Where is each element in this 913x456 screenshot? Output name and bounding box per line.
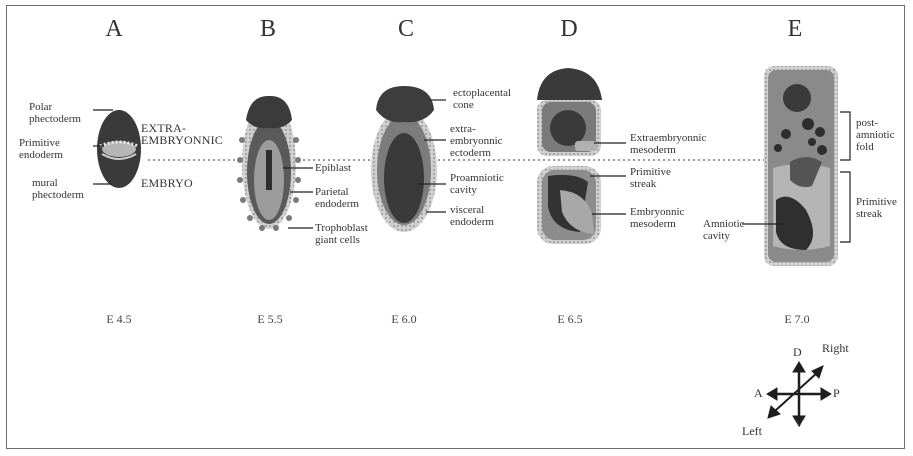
label-parietal-endoderm: Parietal endoderm	[315, 186, 359, 210]
label-proamniotic-cavity: Proamniotic cavity	[450, 172, 504, 196]
axis-label-dorsal: D	[793, 345, 802, 360]
axis-label-left: Left	[742, 424, 762, 439]
label-ectoplacental-cone: ectoplacental cone	[453, 87, 511, 111]
label-primitive-streak-d: Primitive streak	[630, 166, 671, 190]
label-extraembryonnic-mesoderm: Extraembryonnic mesoderm	[630, 132, 706, 156]
axis-label-right: Right	[822, 341, 849, 356]
axis-label-anterior: A	[754, 386, 763, 401]
label-visceral-endoderm: visceral endoderm	[450, 204, 494, 228]
embryo-a	[97, 110, 141, 188]
embryo-d	[537, 68, 602, 244]
label-embryonnic-mesoderm: Embryonnic mesoderm	[630, 206, 684, 230]
label-embryo: EMBRYO	[141, 177, 193, 189]
label-primitive-streak-e: Primitive streak	[856, 196, 897, 220]
axis-label-posterior: P	[833, 386, 840, 401]
axis-label-ventral: V	[795, 416, 804, 431]
label-mural-phectoderm: mural phectoderm	[32, 177, 84, 201]
label-post-amniotic-fold: post- amniotic fold	[856, 117, 895, 153]
embryo-b	[237, 96, 301, 231]
label-trophoblast-giant-cells: Trophoblast giant cells	[315, 222, 368, 246]
label-extra-embryonnic: EXTRA- EMBRYONNIC	[141, 122, 223, 146]
label-epiblast: Epiblast	[315, 162, 351, 174]
label-extra-embryonnic-ectoderm: extra- embryonnic ectoderm	[450, 123, 503, 159]
label-polar-phectoderm: Polar phectoderm	[29, 101, 81, 125]
embryo-c	[371, 86, 437, 232]
label-amniotic-cavity: Amniotic cavity	[703, 218, 745, 242]
label-primitive-endoderm: Primitive endoderm	[19, 137, 63, 161]
embryo-e	[764, 66, 838, 266]
